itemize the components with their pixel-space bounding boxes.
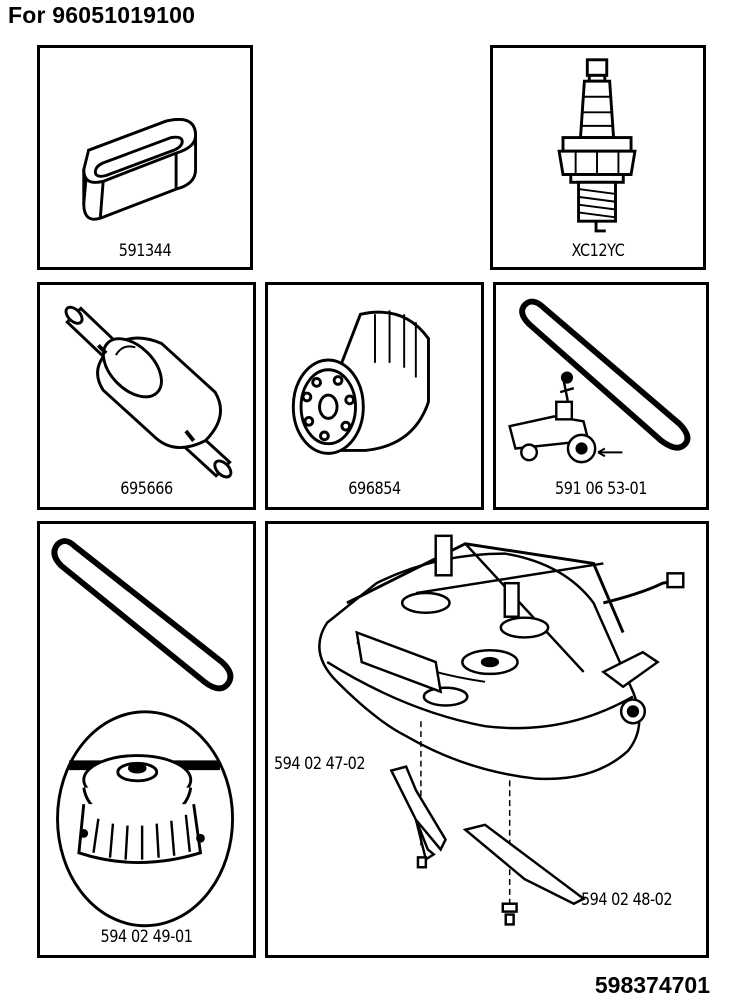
part-box-fuel-filter: 695666 xyxy=(37,282,256,510)
part-box-spark-plug: XC12YC xyxy=(490,45,706,270)
mower-deck-illustration xyxy=(318,534,685,926)
oil-filter-illustration xyxy=(291,310,430,455)
part-number-drive-belt: 591 06 53-01 xyxy=(554,479,648,499)
part-box-deck-belt-pulley: 594 02 49-01 xyxy=(37,521,256,958)
part-number-oil-filter: 696854 xyxy=(348,479,401,499)
part-box-drive-belt: 591 06 53-01 xyxy=(493,282,709,510)
callout-blade-right: 594 02 48-02 xyxy=(581,890,673,910)
part-number-air-filter: 591344 xyxy=(118,241,172,261)
part-box-oil-filter: 696854 xyxy=(265,282,484,510)
tractor-icon xyxy=(508,371,623,464)
drive-belt-illustration xyxy=(508,298,691,464)
document-number: 598374701 xyxy=(594,972,710,998)
part-number-deck-belt-pulley: 594 02 49-01 xyxy=(100,927,193,947)
air-filter-illustration xyxy=(82,117,198,221)
part-box-mower-deck-blades: 594 02 47-02 594 02 48-02 xyxy=(265,521,709,958)
part-number-fuel-filter: 695666 xyxy=(120,479,173,499)
callout-blade-left: 594 02 47-02 xyxy=(274,754,366,774)
blade-illustrations xyxy=(389,765,586,926)
deck-belt-pulley-illustration xyxy=(51,538,235,928)
part-box-air-filter: 591344 xyxy=(37,45,253,270)
fuel-filter-illustration xyxy=(64,305,233,479)
spark-plug-illustration xyxy=(557,58,637,233)
page-title: For 96051019100 xyxy=(8,2,196,28)
part-number-spark-plug: XC12YC xyxy=(571,241,625,261)
